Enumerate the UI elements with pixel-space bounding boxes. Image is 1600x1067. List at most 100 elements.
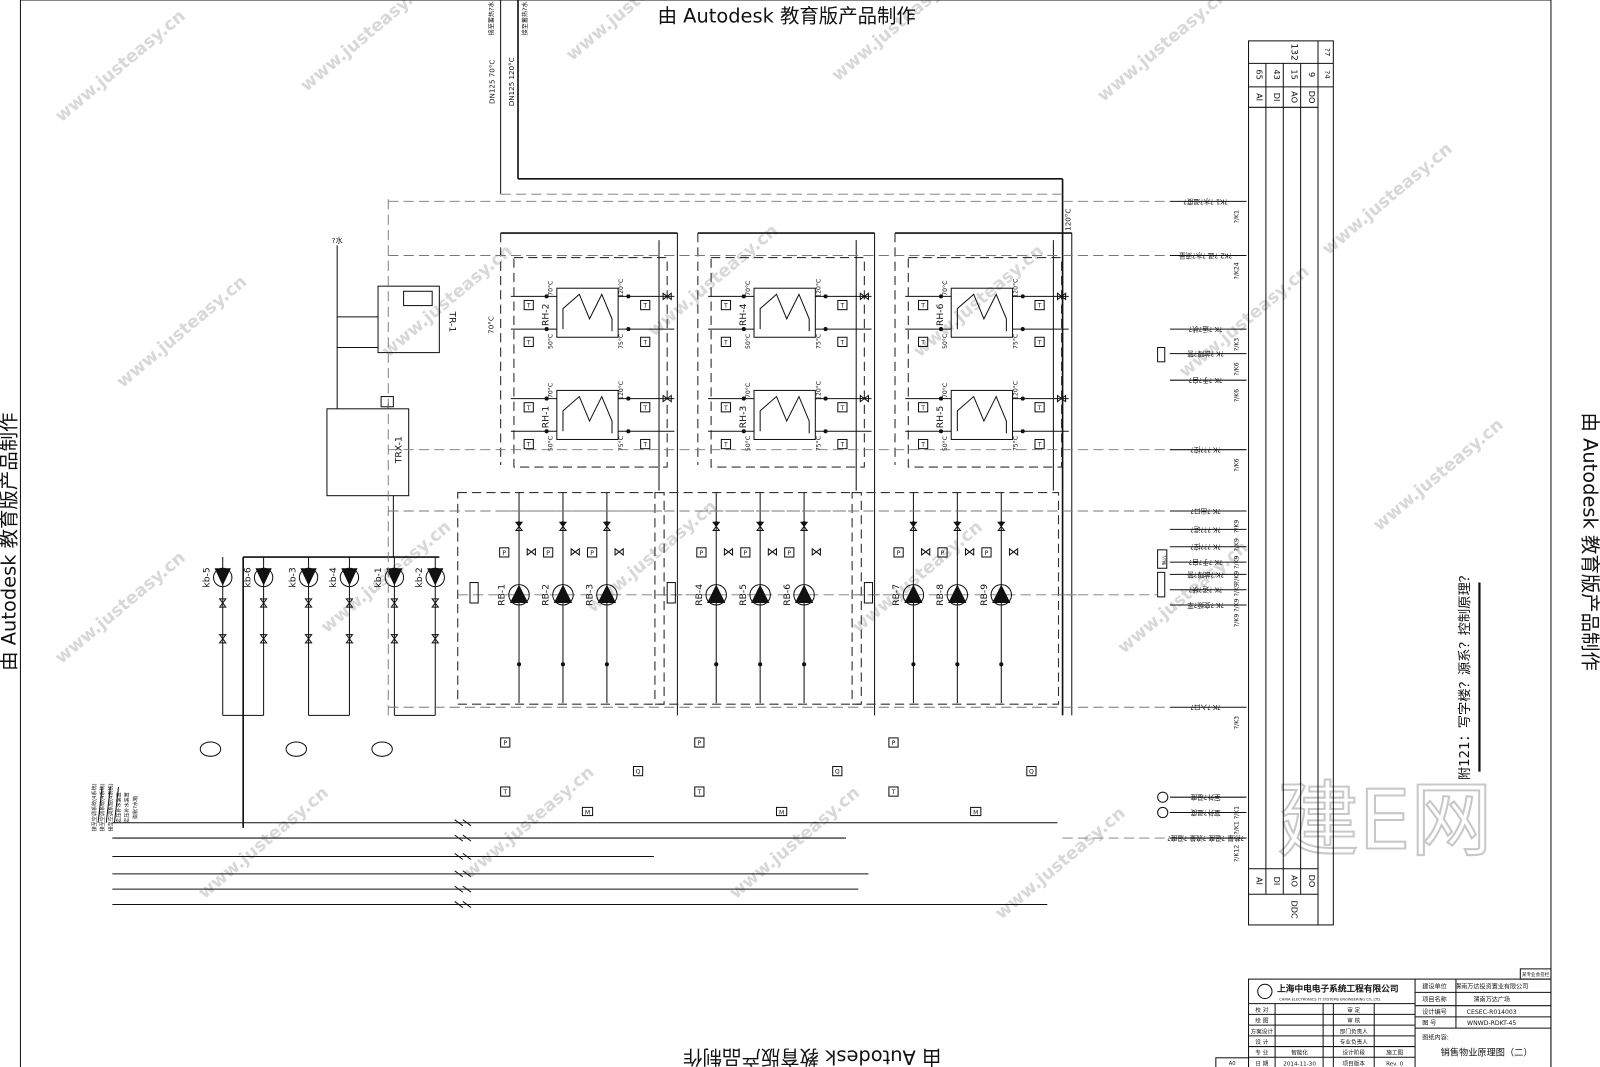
temperature-sensor-label: T — [840, 339, 845, 346]
expansion-vessel — [199, 741, 222, 757]
cold-inlet-temp: 70°C — [547, 383, 555, 398]
temperature-sensor — [918, 336, 929, 347]
flow-meter-icon — [454, 834, 472, 842]
pump-triangle-icon — [386, 568, 403, 586]
ddc-footer-label: DDC — [1289, 900, 1299, 919]
tank-trx-1-label: TRX-1 — [394, 436, 405, 464]
tank-tr-1 — [377, 285, 440, 354]
pump-triangle-icon — [300, 568, 317, 586]
pump-triangle-icon — [992, 584, 1011, 603]
signal-tag: ?/K6 — [1233, 362, 1240, 375]
client-label: 建设单位 — [1422, 982, 1446, 990]
temperature-sensor — [694, 786, 705, 797]
valve-dot — [604, 521, 609, 526]
hot-inlet-temp: 120°C — [617, 381, 625, 400]
title-field-value: 智能化 — [1291, 1049, 1308, 1057]
pump-triangle-icon — [553, 584, 573, 603]
ddc-point-count: 9 — [1307, 72, 1317, 77]
flow-sensor-label: Q — [1029, 769, 1034, 776]
pressure-gauge-label: P — [941, 550, 945, 557]
cold-inlet-temp: 70°C — [547, 281, 555, 296]
drawing-content: 销售物业原理图（二） — [1441, 1047, 1533, 1059]
hot-outlet-temp: 75°C — [814, 334, 822, 349]
valve-dot — [626, 294, 631, 299]
temperature-sensor-label: T — [526, 442, 531, 449]
temperature-sensor-label: T — [642, 442, 647, 449]
pressure-gauge — [586, 547, 598, 558]
makeup-pump-label: kb-1 — [373, 567, 384, 587]
valve-dot — [604, 662, 609, 667]
pressure-sensor — [694, 737, 705, 748]
cold-inlet-temp: 70°C — [744, 383, 752, 398]
pipe-a-label: DN125 70°C — [488, 60, 497, 104]
cold-outlet-temp: 50°C — [547, 436, 555, 451]
heat-meter — [970, 806, 982, 817]
valve-dot — [544, 429, 549, 434]
temperature-sensor-label: T — [840, 405, 845, 412]
temperature-sensor-label: T — [920, 303, 925, 310]
exchanger-coil — [759, 395, 810, 434]
heat-exchanger-rh-3 — [753, 389, 816, 440]
flow-meter-icon — [454, 870, 472, 878]
heat-exchanger-rh-5 — [950, 389, 1014, 440]
temperature-sensor — [640, 336, 651, 347]
drawing-border — [19, 0, 1552, 1067]
temperature-sensor — [1034, 336, 1045, 347]
valve-dot — [802, 521, 807, 526]
makeup-pump-label: kb-5 — [201, 567, 212, 587]
pressure-sensor-label: P — [503, 740, 507, 747]
pressure-gauge-label: P — [897, 550, 901, 557]
temperature-sensor — [523, 438, 534, 450]
title-field-label: 设 计 — [1255, 1038, 1268, 1046]
valve-dot — [1020, 327, 1025, 332]
temperature-sensor — [1034, 402, 1045, 413]
branch-destination-label: 接至空调系统(4系统) — [91, 783, 98, 831]
valve-dot — [938, 396, 944, 401]
flow-switch — [863, 582, 874, 604]
makeup-pump-label: kb-6 — [242, 567, 253, 587]
pump-triangle-icon — [904, 584, 923, 603]
drain-valve-icon — [965, 547, 975, 556]
makeup-pump-label: kb-3 — [287, 567, 298, 587]
ddc-point-type-footer: AI — [1255, 877, 1265, 885]
hot-inlet-temp: 120°C — [617, 279, 625, 298]
temperature-sensor — [837, 402, 848, 413]
temperature-sensor-label: T — [1037, 303, 1042, 310]
circulation-pump-label: RB-4 — [694, 584, 705, 606]
temperature-sensor-label: T — [920, 405, 925, 412]
temperature-sensor-label: T — [1037, 339, 1042, 346]
heat-meter-label: M — [585, 810, 590, 817]
cold-outlet-temp: 50°C — [744, 334, 752, 349]
countersign-label: 某专业会签栏 — [1522, 971, 1550, 978]
pressure-sensor-label: P — [698, 740, 702, 747]
site-watermark: www.justeasy.cn — [1094, 0, 1232, 106]
temperature-sensor — [720, 336, 732, 347]
flow-sensor-label: Q — [835, 769, 840, 776]
temperature-sensor — [720, 438, 732, 450]
control-panel-icon — [1157, 571, 1166, 598]
temperature-sensor — [640, 299, 651, 311]
pressure-gauge-label: P — [985, 550, 989, 557]
temperature-sensor — [640, 438, 651, 450]
gate-valve-icon — [304, 634, 313, 644]
pump-triangle-icon — [597, 584, 617, 603]
site-watermark: www.justeasy.cn — [297, 0, 435, 96]
circulation-pump-label: RB-7 — [891, 584, 902, 606]
exchanger-id-label: RH-5 — [935, 406, 946, 429]
valve-dot — [544, 294, 549, 299]
valve-dot — [938, 429, 944, 434]
three-way-valve-icon — [1056, 292, 1067, 301]
heat-meter-label: M — [779, 810, 784, 817]
temperature-sensor-label: T — [526, 339, 531, 346]
site-watermark: www.justeasy.cn — [726, 783, 864, 903]
pump-triangle-icon — [214, 568, 231, 586]
pipe-a-destination: 接至蓄热?水 — [487, 1, 495, 35]
site-watermark: www.justeasy.cn — [910, 241, 1048, 361]
content-label: 图纸内容: — [1422, 1033, 1449, 1041]
pressure-gauge — [740, 547, 751, 558]
valve-dot — [544, 396, 549, 401]
site-watermark: www.justeasy.cn — [1319, 139, 1457, 259]
temperature-sensor-label: T — [642, 405, 647, 412]
client-value: 渭南万达投资置业有限公司 — [1455, 982, 1528, 990]
circulation-pump-label: RB-9 — [979, 584, 990, 606]
